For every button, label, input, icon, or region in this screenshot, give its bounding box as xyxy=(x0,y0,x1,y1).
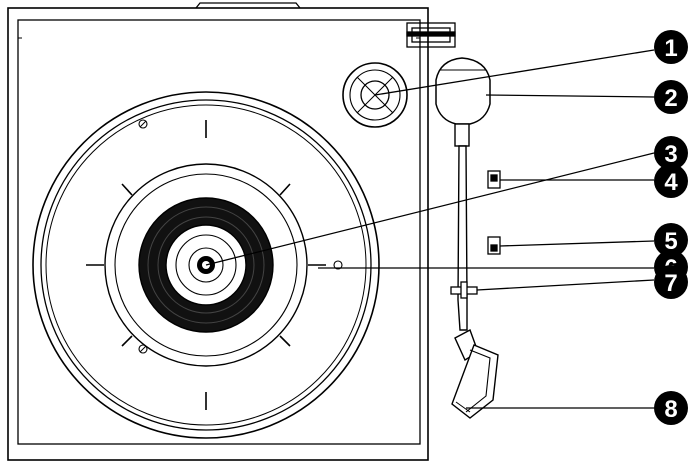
cabinet xyxy=(7,2,429,461)
badge-circle xyxy=(654,80,688,114)
callout-number: 7 xyxy=(664,270,677,297)
tonearm-lift xyxy=(450,281,478,299)
tonearm-counterweight xyxy=(435,57,491,125)
callout-badge-3: 3 xyxy=(654,136,688,170)
callout-number: 5 xyxy=(664,228,677,255)
callout-badge-7: 7 xyxy=(654,265,688,299)
badge-circle xyxy=(654,223,688,257)
callout-badge-2: 2 xyxy=(654,80,688,114)
callout-number: 3 xyxy=(664,141,677,168)
badge-circle xyxy=(654,30,688,64)
callout-badge-4: 4 xyxy=(654,164,688,198)
callout-badge-5: 5 xyxy=(654,223,688,257)
badge-circle xyxy=(654,164,688,198)
callout-badge-1: 1 xyxy=(654,30,688,64)
tonearm-rest xyxy=(406,22,456,48)
callout-number: 8 xyxy=(664,396,677,423)
badge-circle xyxy=(654,136,688,170)
callout-number: 2 xyxy=(664,85,677,112)
callout-number: 4 xyxy=(664,169,678,196)
leader-lines xyxy=(205,49,655,409)
45-rpm-adapter xyxy=(342,62,408,128)
callout-badge-8: 8 xyxy=(654,391,688,425)
platter xyxy=(32,91,380,439)
badge-circle xyxy=(654,391,688,425)
badge-circle xyxy=(654,265,688,299)
speed-switch xyxy=(487,170,501,189)
auto-stop-switch xyxy=(487,236,501,255)
tonearm xyxy=(451,123,499,419)
callout-number: 1 xyxy=(664,35,677,62)
